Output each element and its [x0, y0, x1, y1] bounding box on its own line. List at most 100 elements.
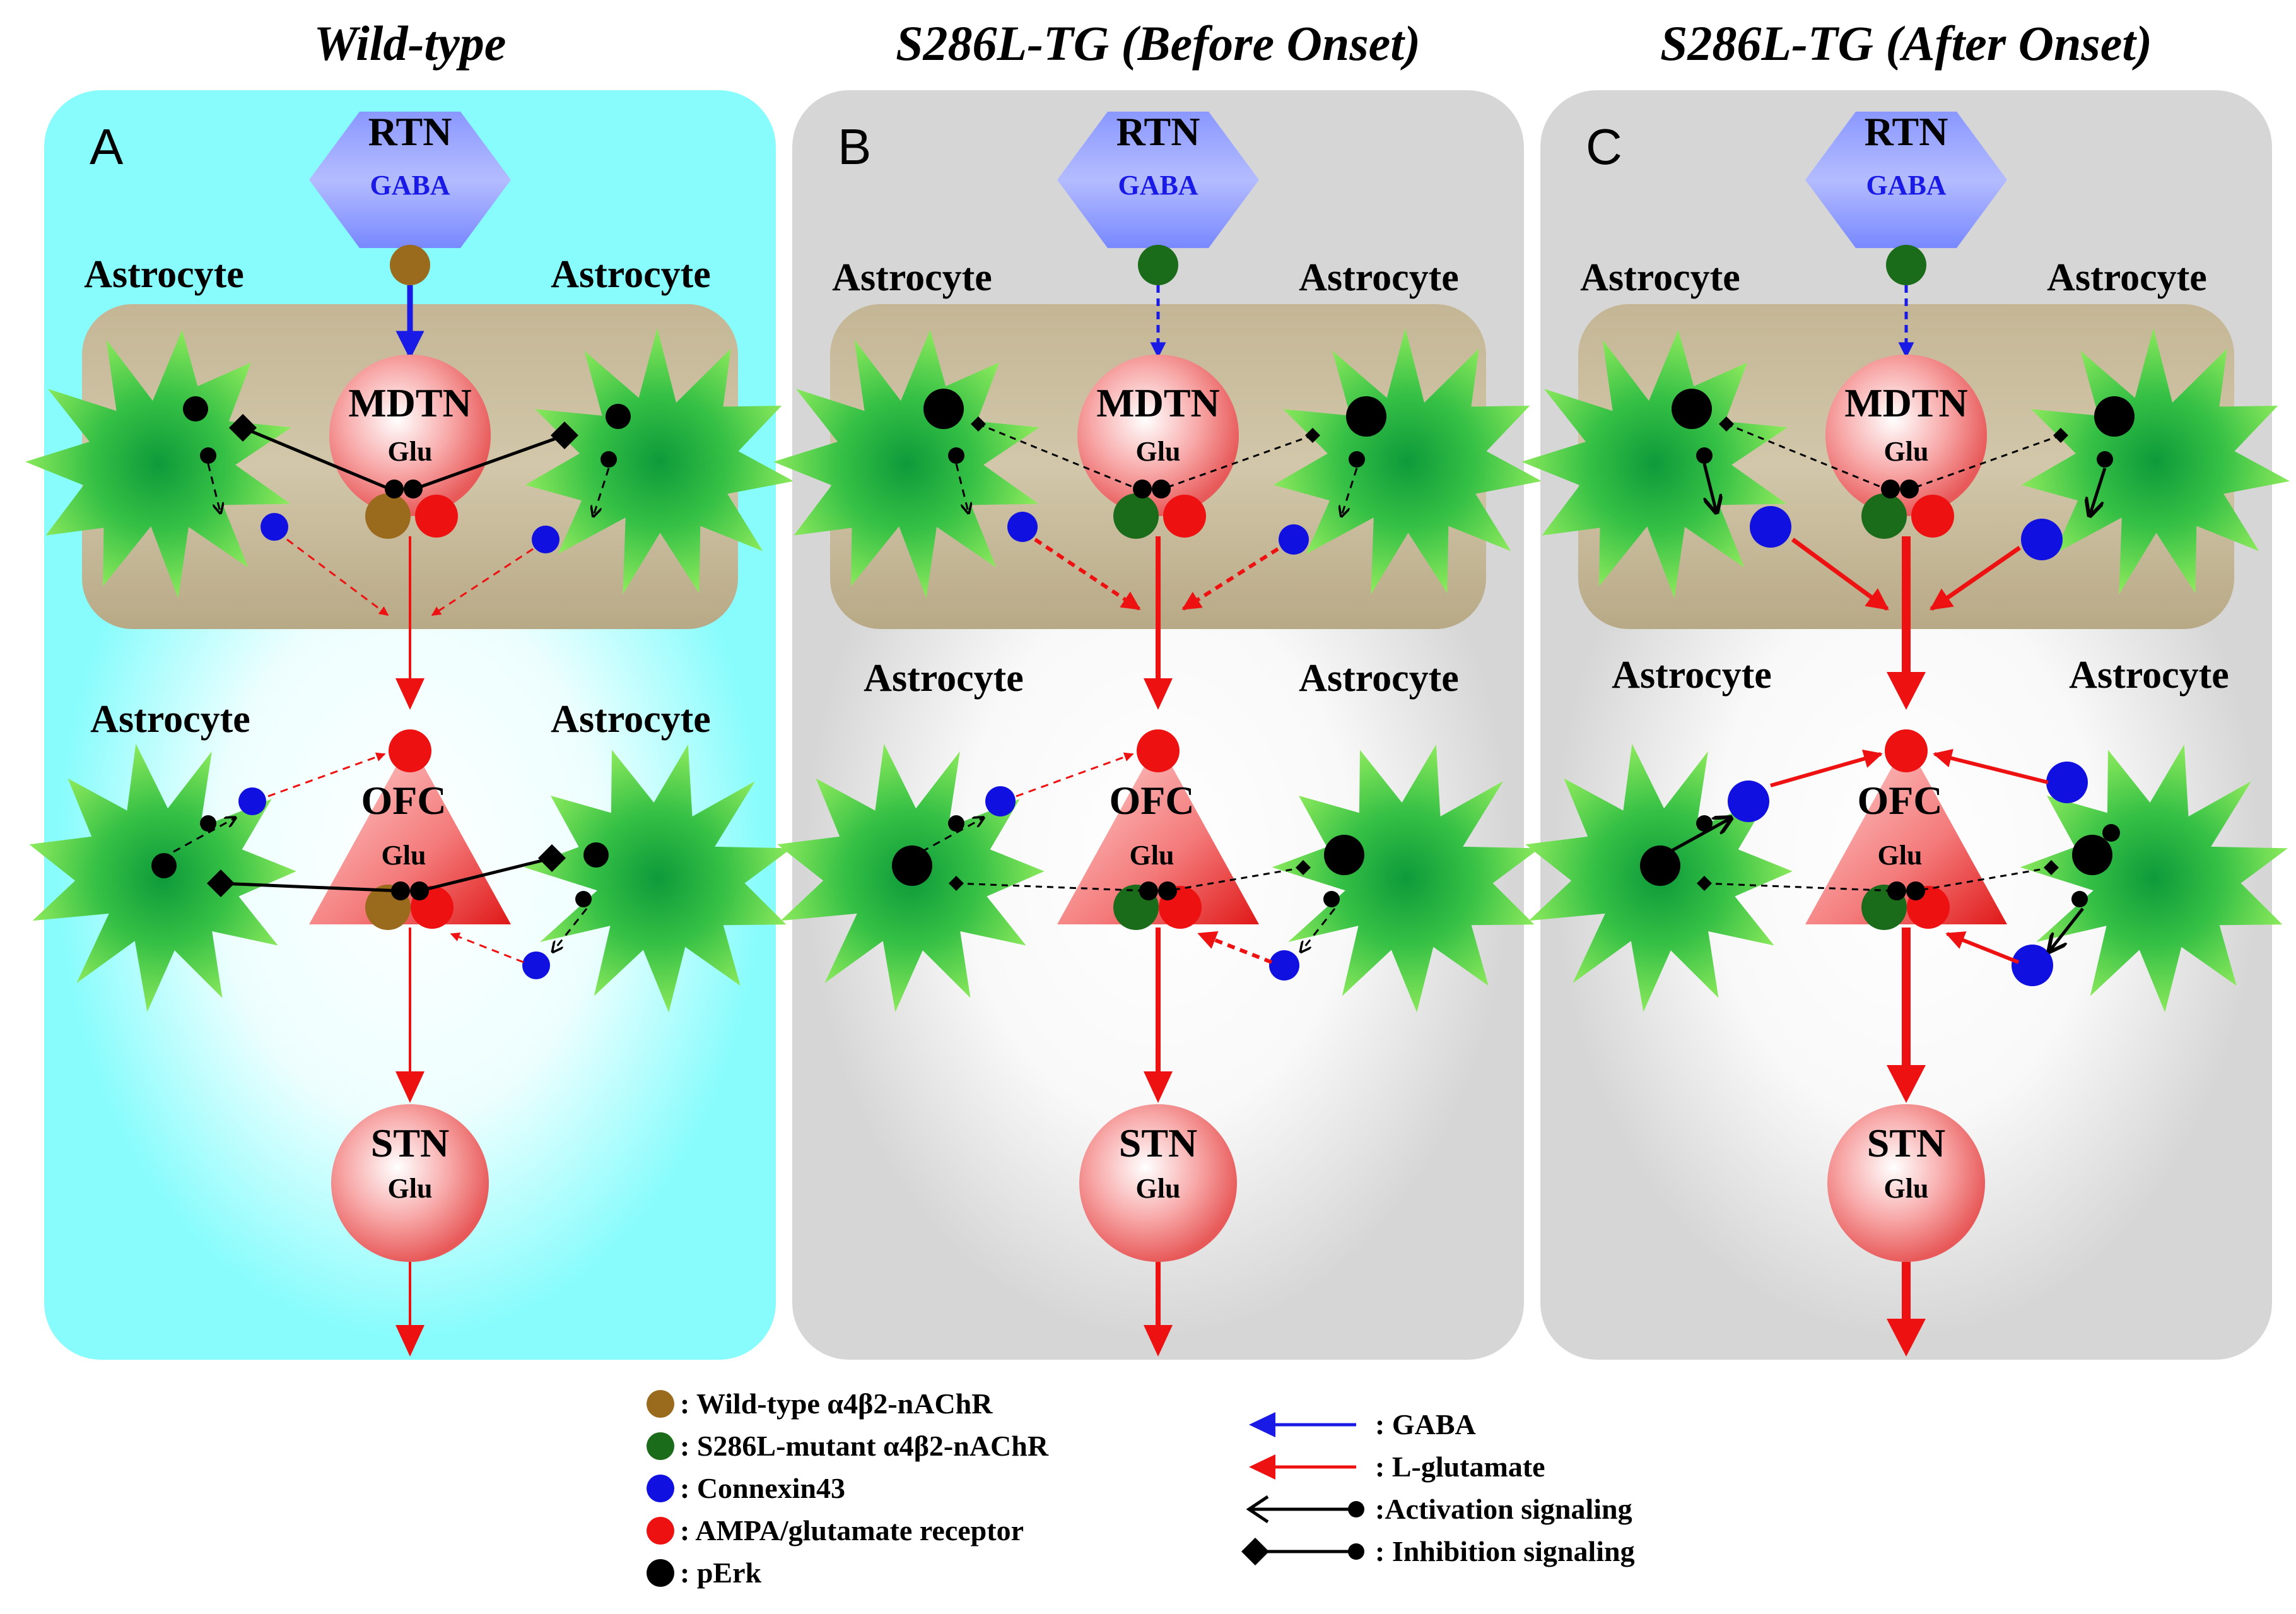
- astro-perk: [948, 815, 964, 832]
- astro-perk: [2102, 824, 2120, 842]
- mdtn-perk: [1881, 480, 1900, 498]
- astrocyte-shape: [1272, 744, 1540, 1013]
- legend-arrow-label: : Inhibition signaling: [1375, 1535, 1635, 1567]
- ofc-glu-label: Glu: [382, 840, 426, 871]
- inhibition-line: [414, 433, 565, 491]
- legend-arrow-label: :Activation signaling: [1375, 1493, 1632, 1525]
- legend-receptor-label: : Connexin43: [680, 1472, 845, 1504]
- activation-arrow: [955, 463, 969, 514]
- astro-connexin43: [1269, 950, 1299, 981]
- astro-perk: [1324, 835, 1364, 875]
- inhibition-diamond: [551, 421, 578, 449]
- stn-output-arrowhead: [395, 1325, 425, 1357]
- glutamate-arrow: [267, 752, 386, 798]
- inhibition-line: [1704, 882, 1897, 892]
- ofc-stn-arrowhead: [1887, 1065, 1926, 1103]
- activation-arrow: [2048, 907, 2084, 953]
- astro-connexin43: [238, 787, 266, 815]
- inhibition-line: [1167, 866, 1304, 892]
- inhibition-line: [1910, 434, 2061, 490]
- astrocyte-label: Astrocyte: [90, 698, 250, 741]
- ofc-neuron: [1805, 741, 2007, 924]
- astro-perk: [606, 404, 631, 429]
- mdtn-nachr: [365, 493, 411, 539]
- rtn-nachr: [390, 245, 430, 285]
- ofc-ampa-top: [1885, 729, 1928, 772]
- stn-neuron: [331, 1104, 489, 1262]
- mdtn-label: MDTN: [1096, 380, 1220, 425]
- legend: : Wild-type α4β2-nAChR: S286L-mutant α4β…: [647, 1387, 1635, 1589]
- astro-connexin43: [1728, 780, 1769, 822]
- astro-perk: [1346, 396, 1386, 437]
- astro-perk: [2071, 891, 2088, 907]
- astro-connexin43: [985, 786, 1016, 816]
- inhibition-diamond: [1719, 416, 1734, 432]
- ofc-perk: [1887, 881, 1906, 900]
- inhibition-diamond: [971, 416, 986, 432]
- ofc-glu-label: Glu: [1878, 840, 1923, 871]
- inhibition-line: [1726, 423, 1887, 490]
- legend-act-head: [1246, 1495, 1269, 1524]
- inhibition-diamond: [538, 844, 566, 872]
- mdtn-ampa: [1911, 495, 1954, 538]
- astrocyte-label: Astrocyte: [1612, 654, 1772, 697]
- stn-neuron: [1079, 1104, 1237, 1262]
- mdtn-perk: [1900, 480, 1919, 498]
- astro-perk: [200, 815, 216, 832]
- inhibition-line: [1915, 866, 2052, 892]
- astro-perk: [2094, 396, 2135, 437]
- panel-letter: C: [1586, 119, 1622, 175]
- mdtn-nachr: [1861, 493, 1907, 539]
- stn-label: STN: [1119, 1121, 1198, 1165]
- astro-perk: [1640, 845, 1680, 886]
- stn-glu-label: Glu: [1136, 1173, 1181, 1204]
- mdtn-neuron: [1825, 355, 1987, 516]
- ofc-label: OFC: [1857, 778, 1942, 823]
- rtn-nachr: [1886, 245, 1926, 285]
- ofc-stn-arrowhead: [395, 1071, 425, 1103]
- astro-perk: [600, 451, 617, 468]
- glutamate-arrow: [1016, 752, 1134, 798]
- astrocyte-shape: [524, 744, 792, 1013]
- mdtn-neuron: [1077, 355, 1239, 516]
- astrocyte-shape: [2021, 328, 2290, 595]
- glutamate-arrow: [1791, 538, 1889, 611]
- activation-arrow: [552, 908, 588, 953]
- astrocyte-shape: [1521, 329, 1788, 599]
- inhibition-line: [956, 882, 1149, 892]
- inhibition-line: [220, 881, 401, 893]
- inhibition-diamond: [1296, 860, 1311, 875]
- ofc-stn-arrowhead: [1144, 1071, 1173, 1103]
- rtn-label: RTN: [368, 109, 452, 154]
- glutamate-arrow: [1770, 749, 1883, 787]
- legend-dot: [647, 1432, 674, 1460]
- rtn-hexagon: [309, 111, 511, 249]
- activation-arrow: [921, 817, 985, 853]
- panel-title: S286L-TG (Before Onset): [896, 16, 1420, 71]
- stn-label: STN: [371, 1121, 450, 1165]
- legend-dot: [647, 1475, 674, 1502]
- inhibition-diamond: [949, 876, 964, 891]
- astro-perk: [183, 396, 208, 421]
- legend-gaba-head: [1249, 1412, 1275, 1437]
- astro-connexin43: [2021, 519, 2063, 560]
- legend-receptor-label: : Wild-type α4β2-nAChR: [680, 1387, 993, 1420]
- glutamate-arrow: [1945, 931, 2020, 964]
- inhibition-diamond: [2053, 428, 2068, 443]
- astro-connexin43: [522, 951, 550, 979]
- astro-perk: [575, 891, 592, 907]
- astro-perk: [892, 845, 932, 886]
- panel-title: S286L-TG (After Onset): [1660, 16, 2152, 71]
- inhibition-diamond: [1305, 428, 1320, 443]
- astrocyte-label: Astrocyte: [1299, 256, 1459, 299]
- astrocyte-label: Astrocyte: [2047, 256, 2207, 299]
- mdtn-nachr: [1113, 493, 1159, 539]
- ofc-neuron: [309, 741, 511, 924]
- astro-perk: [2072, 835, 2112, 875]
- activation-arrow: [1300, 908, 1336, 953]
- activation-arrow: [2089, 468, 2107, 517]
- astro-perk: [583, 842, 609, 868]
- stn-output-arrowhead: [1887, 1319, 1926, 1357]
